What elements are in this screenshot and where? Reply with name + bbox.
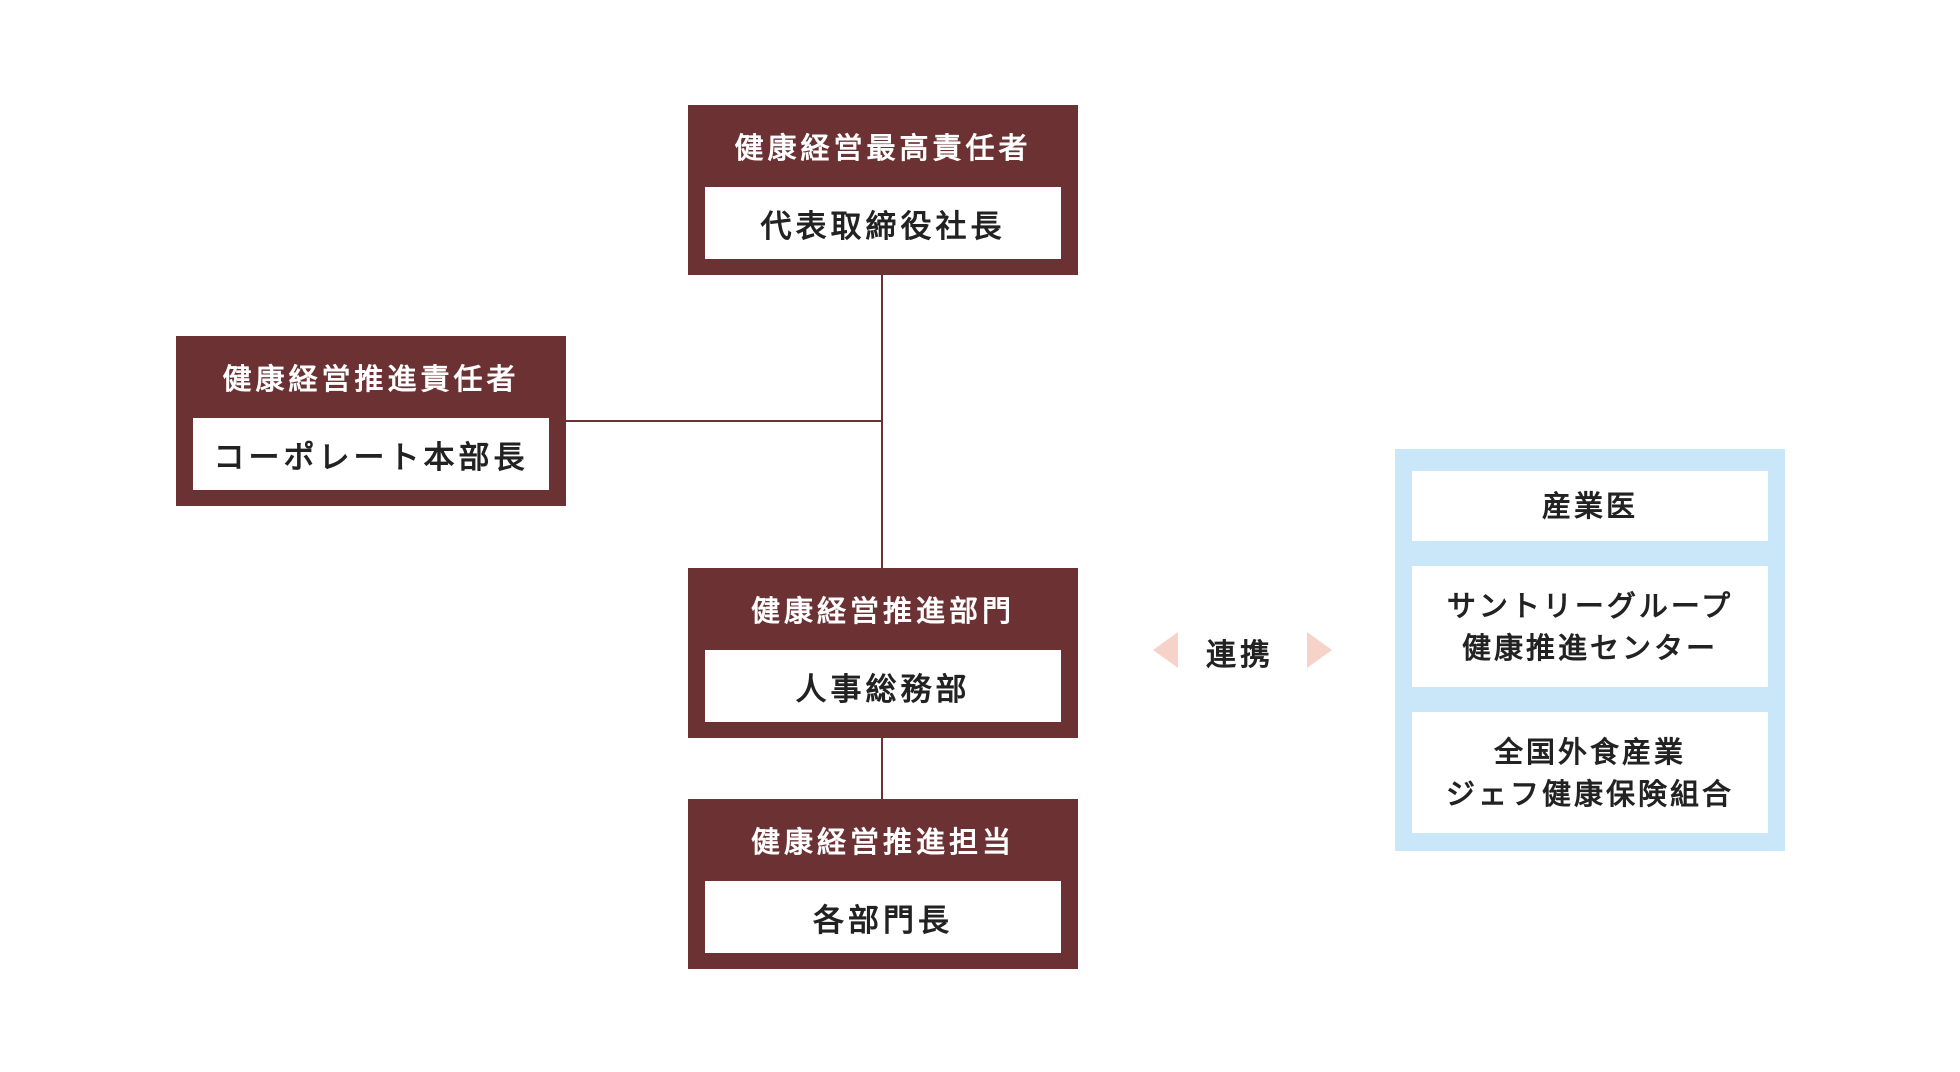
partner-line1: サントリーグループ — [1446, 588, 1734, 623]
box-holder: コーポレート本部長 — [193, 418, 549, 490]
partner-line1: 全国外食産業 — [1493, 734, 1686, 769]
box-holder: 各部門長 — [705, 881, 1061, 953]
box-top-officer: 健康経営最高責任者 代表取締役社長 — [688, 105, 1078, 275]
partner-line1: 産業医 — [1541, 489, 1638, 523]
box-holder: 人事総務部 — [705, 650, 1061, 722]
connector-vertical-bottom — [881, 737, 883, 799]
box-holder: 代表取締役社長 — [705, 187, 1061, 259]
link-label: 連携 — [1206, 638, 1274, 673]
box-promotion-department: 健康経営推進部門 人事総務部 — [688, 568, 1078, 738]
partner-item-occupational-physician: 産業医 — [1412, 471, 1768, 541]
box-title: 健康経営推進部門 — [750, 594, 1015, 628]
box-promotion-staff: 健康経営推進担当 各部門長 — [688, 799, 1078, 969]
arrow-left-icon — [1153, 632, 1178, 668]
box-title: 健康経営推進責任者 — [222, 362, 520, 396]
box-title: 健康経営最高責任者 — [734, 131, 1032, 165]
partner-panel: 産業医 サントリーグループ 健康推進センター 全国外食産業 ジェフ健康保険組合 — [1395, 449, 1785, 851]
connector-horizontal-promoter — [566, 420, 883, 422]
partner-line2: ジェフ健康保険組合 — [1445, 776, 1734, 811]
arrow-right-icon — [1307, 632, 1332, 668]
box-promotion-officer: 健康経営推進責任者 コーポレート本部長 — [176, 336, 566, 506]
partner-item-health-center: サントリーグループ 健康推進センター — [1412, 566, 1768, 687]
partner-line2: 健康推進センター — [1461, 630, 1718, 665]
box-title: 健康経営推進担当 — [750, 825, 1015, 859]
partner-item-health-insurance: 全国外食産業 ジェフ健康保険組合 — [1412, 712, 1768, 833]
